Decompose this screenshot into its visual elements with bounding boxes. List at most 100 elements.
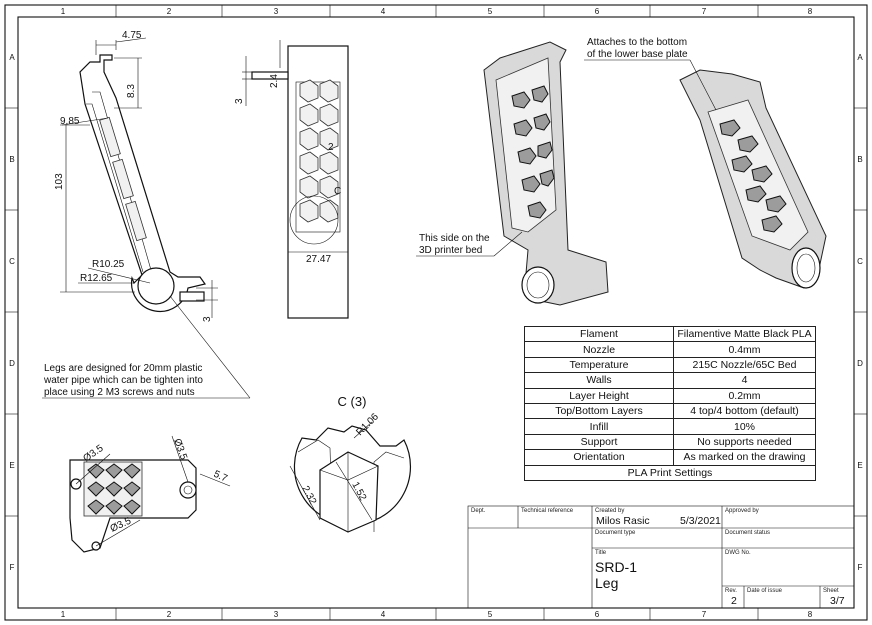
column-label: 2 [167, 7, 172, 16]
setting-label: Flament [524, 325, 674, 343]
dimension-label: 8.3 [126, 84, 137, 98]
column-label: 1 [61, 7, 66, 16]
table-row: Nozzle 0.4mm [524, 341, 816, 358]
dimension-label: 3 [234, 98, 245, 104]
approved-by-label: Approved by [725, 508, 759, 514]
setting-label: Walls [524, 372, 674, 389]
row-label: F [858, 563, 863, 572]
setting-value: Filamentive Matte Black PLA [673, 325, 816, 343]
bottom-view: Ø3.5 Ø3.5 5.7 Ø3.5 [69, 435, 231, 553]
detail-view: C (3) R1.06 2.32 1.52 [289, 394, 412, 533]
note-legs-line2: water pipe which can be tighten into [43, 375, 203, 386]
note-printbed-line2: 3D printer bed [419, 245, 482, 256]
note-printbed-line1: This side on the [419, 233, 490, 244]
column-label: 7 [702, 610, 707, 619]
column-label: 8 [808, 610, 813, 619]
note-attach-line1: Attaches to the bottom [587, 37, 687, 48]
table-row: Top/Bottom Layers 4 top/4 bottom (defaul… [524, 402, 816, 420]
dimension-label: 3 [202, 316, 213, 322]
note-attach-line2: of the lower base plate [587, 49, 688, 60]
setting-value: 0.2mm [673, 387, 816, 404]
isometric-view-back [679, 69, 827, 289]
note-legs-line3: place using 2 M3 screws and nuts [44, 387, 195, 398]
dimension-label: 103 [54, 173, 65, 190]
row-label: E [9, 461, 14, 470]
dept-label: Dept. [471, 508, 486, 514]
dimension-label: 27.47 [306, 254, 331, 265]
created-by-value: Milos Rasic [596, 515, 650, 527]
table-row: Orientation As marked on the drawing [524, 449, 816, 466]
column-label: 3 [274, 7, 279, 16]
title-block-grid [467, 505, 855, 609]
table-row: Flament Filamentive Matte Black PLA [524, 325, 816, 343]
dimension-label: 4.75 [122, 30, 142, 41]
column-label: 4 [381, 7, 386, 16]
column-label: 5 [488, 610, 493, 619]
row-label: B [9, 155, 14, 164]
doc-status-label: Document status [725, 530, 771, 536]
date-of-issue-label: Date of issue [747, 588, 783, 594]
column-label: 1 [61, 610, 66, 619]
dimension-label: 5.7 [212, 469, 230, 485]
row-label: D [857, 359, 863, 368]
rev-value: 2 [731, 595, 737, 607]
note-legs-line1: Legs are designed for 20mm plastic [44, 363, 202, 374]
column-label: 6 [595, 610, 600, 619]
rev-label: Rev. [725, 588, 737, 594]
dwg-no-label: DWG No. [725, 550, 751, 556]
row-label: C [857, 257, 863, 266]
print-settings-table: Flament Filamentive Matte Black PLA Nozz… [524, 325, 816, 481]
row-label: A [9, 53, 15, 62]
annotation-notes: Attaches to the bottom of the lower base… [42, 37, 717, 399]
sheet-value: 3/7 [830, 595, 845, 607]
created-by-label: Created by [595, 508, 625, 514]
setting-label: Nozzle [524, 341, 674, 358]
setting-value: 215C Nozzle/65C Bed [673, 356, 816, 374]
setting-label: Temperature [524, 356, 674, 374]
drawing-title-line1: SRD-1 [595, 559, 638, 575]
table-row: Support No supports needed [524, 433, 816, 451]
column-label: 2 [167, 610, 172, 619]
isometric-view-front [483, 41, 609, 306]
setting-value: As marked on the drawing [673, 449, 816, 466]
setting-value: 10% [673, 418, 816, 435]
table-row: Temperature 215C Nozzle/65C Bed [524, 356, 816, 374]
table-row: Walls 4 [524, 372, 816, 389]
table-row: Layer Height 0.2mm [524, 387, 816, 404]
table-row: Infill 10% [524, 418, 816, 435]
setting-value: 4 top/4 bottom (default) [673, 402, 816, 420]
doc-type-label: Document type [595, 530, 636, 536]
sheet-label: Sheet [823, 588, 839, 594]
setting-label: Support [524, 433, 674, 451]
setting-label: Infill [524, 418, 674, 435]
table-caption: PLA Print Settings [524, 464, 816, 481]
row-label: A [857, 53, 863, 62]
row-label: F [10, 563, 15, 572]
column-label: 6 [595, 7, 600, 16]
dimension-label: R12.65 [80, 273, 113, 284]
row-label: B [857, 155, 862, 164]
column-label: 5 [488, 7, 493, 16]
dimension-label: 9.85 [60, 116, 80, 127]
row-label: E [857, 461, 862, 470]
drawing-frame: 1 2 3 4 5 6 7 8 1 2 3 4 5 6 7 8 A B C D … [4, 4, 868, 621]
row-label: C [9, 257, 15, 266]
dimension-label: 2.4 [269, 74, 280, 88]
created-date: 5/3/2021 [680, 515, 721, 527]
column-label: 3 [274, 610, 279, 619]
setting-label: Top/Bottom Layers [524, 402, 674, 420]
dimension-label: R10.25 [92, 259, 125, 270]
detail-view-title: C (3) [338, 394, 367, 409]
setting-value: No supports needed [673, 433, 816, 451]
column-label: 8 [808, 7, 813, 16]
setting-label: Orientation [524, 449, 674, 466]
detail-marker: C [334, 186, 341, 197]
tech-ref-label: Technical reference [521, 508, 574, 514]
setting-value: 0.4mm [673, 341, 816, 358]
dimension-label: Ø3.5 [171, 437, 189, 462]
side-view: 4.75 8.3 9.85 103 R10.25 R12.65 3 [54, 30, 218, 322]
setting-label: Layer Height [524, 387, 674, 404]
setting-value: 4 [673, 372, 816, 389]
dimension-label: 2 [328, 142, 334, 153]
table-caption-row: PLA Print Settings [524, 464, 816, 481]
